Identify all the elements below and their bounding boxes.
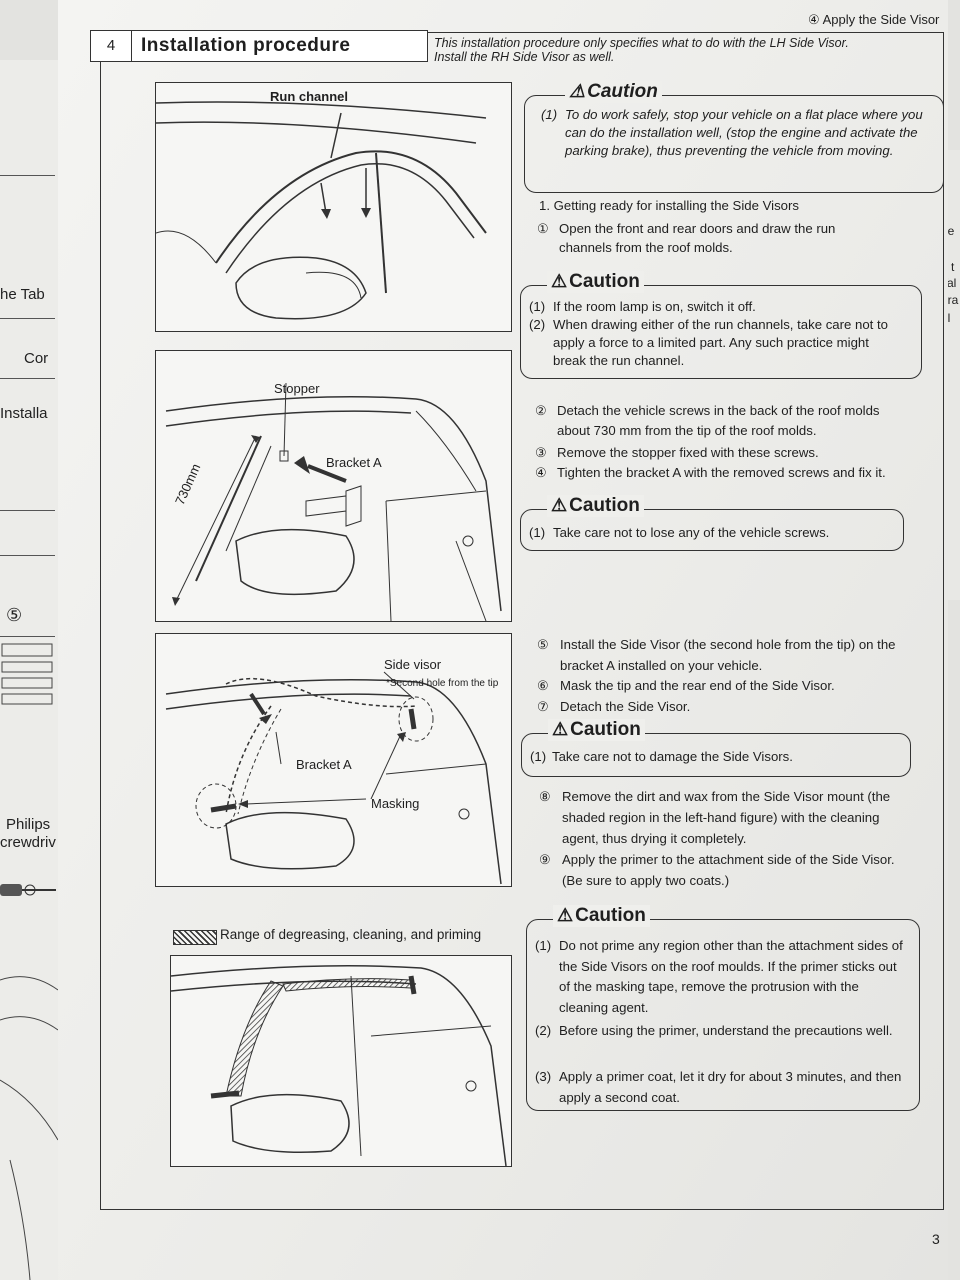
legend-label: Range of degreasing, cleaning, and primi… — [220, 927, 482, 942]
warning-triangle-icon: ⚠ — [552, 719, 569, 739]
caution-box-run-channel: ⚠Caution (1) If the room lamp is on, swi… — [520, 271, 922, 379]
label-side-visor: Side visor — [384, 657, 442, 672]
label-bracket-a-2: Bracket A — [296, 757, 352, 772]
label-stopper: Stopper — [274, 381, 320, 396]
caution-box-safety: ⚠Caution (1) To do work safely, stop you… — [524, 81, 944, 193]
label-bracket-a: Bracket A — [326, 455, 382, 470]
warning-triangle-icon: ⚠ — [551, 495, 568, 515]
label-masking: Masking — [371, 796, 420, 811]
content-frame — [100, 32, 944, 1210]
left-text-installa: Installa — [0, 405, 48, 422]
step-4: ④ Tighten the bracket A with the removed… — [535, 465, 886, 480]
caution-box-primer: ⚠Caution (1) Do not prime any region oth… — [526, 905, 920, 1111]
page-number: 3 — [932, 1231, 940, 1247]
top-right-heading: ④ Apply the Side Visor — [808, 12, 940, 27]
left-rule — [0, 378, 55, 379]
left-underlying-sheet — [0, 60, 60, 1280]
left-rule — [0, 636, 55, 637]
left-rule — [0, 555, 55, 556]
section-number: 4 — [91, 31, 132, 61]
left-text-cor: Cor — [24, 350, 49, 367]
step-3: ③ Remove the stopper fixed with these sc… — [535, 445, 819, 460]
left-text-philips: Philips — [6, 816, 51, 833]
label-run-channel: Run channel — [270, 89, 349, 104]
section-header: 4 Installation procedure — [90, 30, 428, 62]
left-connector-drawing — [1, 643, 53, 705]
caution-item: (1) To do work safely, stop your vehicle… — [541, 107, 923, 158]
caution-title: ⚠Caution — [553, 905, 650, 927]
caution-title: ⚠Caution — [565, 81, 662, 103]
caution-item: (2) When drawing either of the run chann… — [529, 317, 889, 368]
figure-primed-region — [170, 955, 512, 1167]
step-9: ⑨ Apply the primer to the attachment sid… — [539, 852, 895, 888]
caution-item: (1) Take care not to damage the Side Vis… — [530, 749, 793, 764]
step-1-item: ① Open the front and rear doors and draw… — [537, 221, 836, 255]
caution-item: (1) Take care not to lose any of the veh… — [529, 525, 830, 540]
left-text-screwdriver: crewdriv — [0, 834, 56, 851]
step-7: ⑦ Detach the Side Visor. — [537, 699, 691, 714]
figure-side-visor-masking: Side visor *Second hole from the tip Bra… — [155, 633, 512, 887]
caution-box-screws: ⚠Caution (1) Take care not to lose any o… — [520, 495, 904, 551]
caution-item: (2) Before using the primer, understand … — [535, 1023, 893, 1038]
step-6: ⑥ Mask the tip and the rear end of the S… — [537, 678, 835, 693]
left-rule — [0, 175, 55, 176]
step-8: ⑧ Remove the dirt and wax from the Side … — [539, 789, 891, 846]
caution-item: (1) Do not prime any region other than t… — [535, 938, 903, 1015]
figure-bracket-stopper: Stopper Bracket A 730mm — [155, 350, 512, 622]
step-5: ⑤ Install the Side Visor (the second hol… — [537, 637, 896, 673]
section-title: Installation procedure — [141, 35, 351, 56]
warning-triangle-icon: ⚠ — [557, 905, 574, 925]
caution-item: (1) If the room lamp is on, switch it of… — [529, 299, 756, 314]
step-2: ② Detach the vehicle screws in the back … — [535, 403, 880, 438]
label-second-hole: *Second hole from the tip — [386, 678, 499, 689]
screwdriver-icon — [0, 884, 56, 896]
left-text-step5: ⑤ — [6, 605, 23, 625]
caution-box-damage: ⚠Caution (1) Take care not to damage the… — [521, 719, 911, 777]
caution-item: (3) Apply a primer coat, let it dry for … — [535, 1069, 902, 1105]
intro-line-2: Install the RH Side Visor as well. — [434, 50, 615, 64]
intro-text: This installation procedure only specifi… — [434, 36, 954, 64]
left-text-tab: he Tab — [0, 286, 45, 303]
left-rule — [0, 318, 55, 319]
left-rule — [0, 510, 55, 511]
caution-title: ⚠Caution — [547, 271, 644, 293]
figure-run-channel: Run channel — [155, 82, 512, 332]
caution-title: ⚠Caution — [548, 719, 645, 741]
left-car-drawing — [0, 976, 58, 1280]
legend-hatch-swatch — [173, 930, 217, 945]
intro-line-1: This installation procedure only specifi… — [434, 36, 849, 50]
caution-title: ⚠Caution — [547, 495, 644, 517]
warning-triangle-icon: ⚠ — [569, 81, 586, 101]
step-1-title: 1. Getting ready for installing the Side… — [539, 198, 799, 213]
warning-triangle-icon: ⚠ — [551, 271, 568, 291]
